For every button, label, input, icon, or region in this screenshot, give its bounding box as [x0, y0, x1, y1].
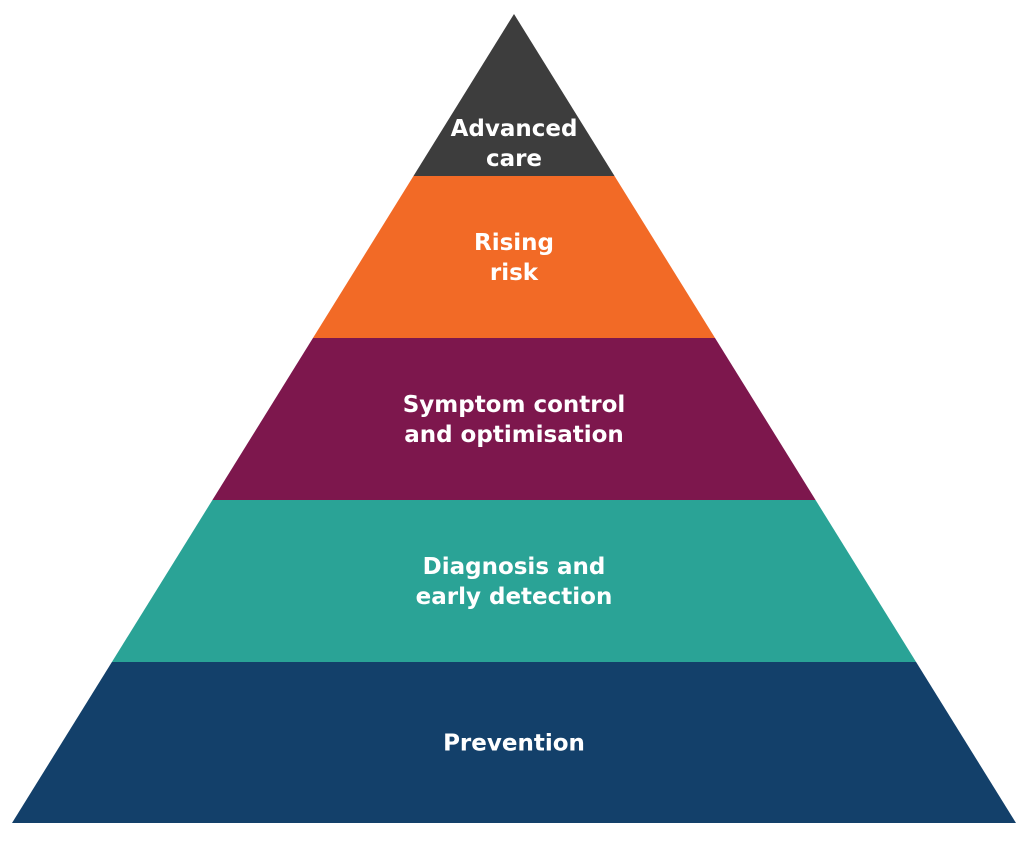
pyramid-band	[312, 176, 716, 338]
pyramid-level-2: Rising risk	[312, 176, 716, 338]
pyramid-level-label: early detection	[416, 584, 613, 610]
pyramid-level-4: Diagnosis and early detection	[111, 500, 917, 662]
pyramid-band	[413, 14, 615, 176]
pyramid-level-label: Advanced	[451, 116, 578, 142]
pyramid-level-label: Diagnosis and	[423, 554, 606, 580]
pyramid-level-label: and optimisation	[404, 422, 624, 448]
pyramid-level-5: Prevention	[12, 662, 1016, 823]
pyramid-level-1: Advanced care	[413, 14, 615, 176]
pyramid-band	[12, 662, 1016, 823]
pyramid-level-label: Symptom control	[403, 392, 626, 418]
pyramid-level-3: Symptom control and optimisation	[212, 338, 816, 500]
pyramid-level-label: Rising	[474, 230, 554, 256]
pyramid-level-label: care	[486, 146, 542, 172]
pyramid-band	[111, 500, 917, 662]
pyramid-level-label: Prevention	[443, 731, 585, 757]
pyramid-level-label: risk	[490, 260, 539, 286]
pyramid-band	[212, 338, 816, 500]
